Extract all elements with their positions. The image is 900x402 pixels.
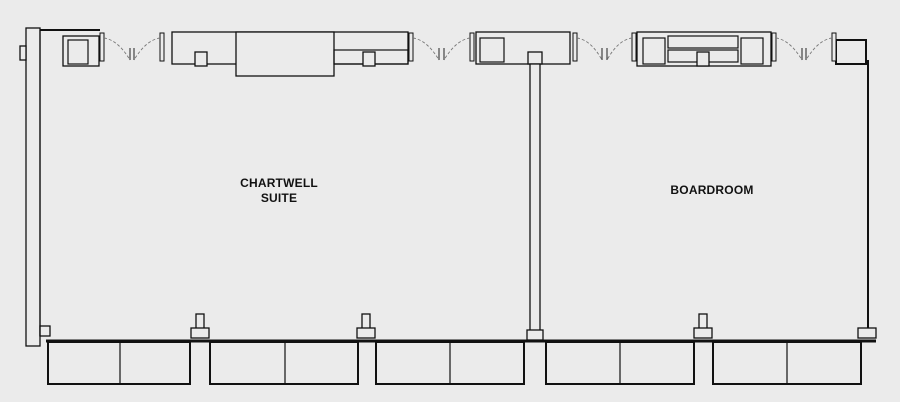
top-doors: [99, 32, 837, 62]
cabinet-top-right: [835, 39, 867, 65]
cabinet-mid: [475, 31, 571, 65]
top-fixtures: [62, 31, 867, 77]
cabinet-top-left: [62, 35, 100, 67]
room-label-chartwell-line1: CHARTWELL: [240, 176, 318, 190]
left-wall: [25, 27, 41, 347]
outer-walls: [19, 27, 869, 347]
bottom-wall: [46, 313, 877, 385]
pillar-1: [190, 313, 210, 339]
partition-wall: [529, 63, 541, 333]
left-wall-step: [39, 325, 51, 337]
counter-post-left: [194, 51, 208, 67]
room-label-boardroom: BOARDROOM: [670, 183, 753, 197]
pillar-3: [693, 313, 713, 339]
window-bays: [47, 341, 862, 385]
pillar-2: [356, 313, 376, 339]
door-1: [99, 32, 165, 62]
door-2: [408, 32, 475, 62]
door-4: [771, 32, 837, 62]
pillar-4: [857, 327, 877, 339]
door-3: [572, 32, 637, 62]
room-labels: CHARTWELL SUITE BOARDROOM: [240, 176, 753, 205]
movable-partition: [526, 63, 544, 341]
counter-post-right: [362, 51, 376, 67]
room-label-chartwell-line2: SUITE: [261, 191, 297, 205]
partition-cap-top: [527, 51, 543, 65]
left-wall-notch: [19, 45, 27, 61]
counter-center-block: [235, 31, 335, 77]
